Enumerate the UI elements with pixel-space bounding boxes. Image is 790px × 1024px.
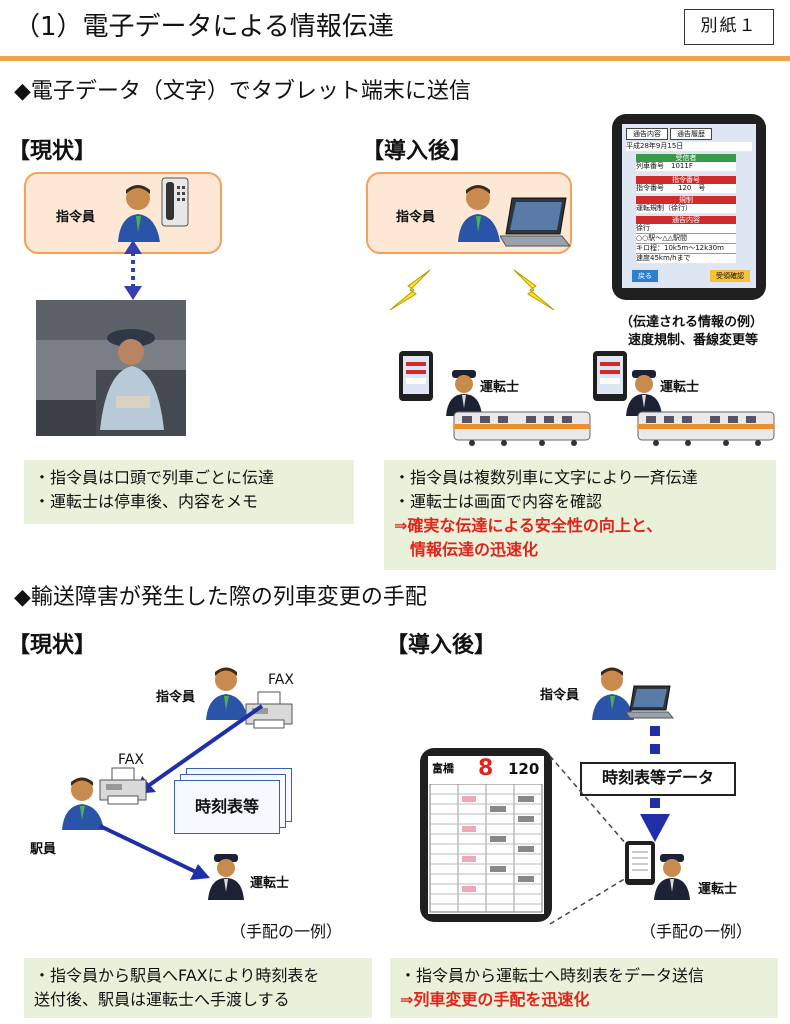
dispatcher-person-icon [458,185,500,242]
hand-over-arrow [99,824,210,880]
example-caption: （伝達される情報の例） [620,315,764,330]
example-caption: （手配の一例） [640,922,753,941]
signal-bolt-icon [513,269,555,311]
section1-heading: ◆電子データ（文字）でタブレット端末に送信 [14,79,471,104]
laptop-icon [626,685,674,719]
tablet-screen: 通告内容 通告履歴 平成28年9月15日 受信者 列車番号 1011F 指令番号… [622,124,756,288]
section1-after-note: ・指令員は複数列車に文字により一斉伝達 ・運転士は画面で内容を確認 ⇒確実な伝達… [384,460,776,570]
regulation-value: 運転規制（徐行） [636,204,736,213]
note-highlight: ⇒列車変更の手配を迅速化 [400,990,590,1009]
receiver-value: 列車番号 1011F [636,162,736,171]
driver-cab-photo [36,300,186,436]
driver-person-icon [208,854,244,900]
dispatcher-label: 指令員 [156,690,196,705]
train-icon [637,411,775,446]
back-button[interactable]: 戻る [632,270,658,282]
dispatcher-person-icon [592,667,634,720]
timetable-number: 8 [478,756,494,781]
tab-message-content[interactable]: 通告内容 [626,128,668,140]
fax-label: FAX [118,752,144,768]
content-line: ○○駅～△△駅間 [636,234,736,244]
note-line: 送付後、駅員は運転士へ手渡しする [34,990,290,1009]
header-divider [0,56,790,61]
before-dispatcher-label: 指令員 [56,210,96,225]
annex-label: 別紙１ [684,9,774,45]
section2-heading: ◆輸送障害が発生した際の列車変更の手配 [14,585,427,610]
driver-label: 運転士 [698,882,738,897]
timetable-grid [429,784,543,913]
note-highlight: 情報伝達の迅速化 [394,540,539,559]
driver-label: 運転士 [480,380,520,395]
station-staff-person-icon [62,777,104,830]
regulation-header: 規制 [636,196,736,204]
section2-after-label: 【導入後】 [386,633,497,658]
section1-after-label: 【導入後】 [362,139,473,164]
telephone-icon [161,177,189,227]
timetable-screen: 富橋 8 120 [428,756,544,914]
tablet-date: 平成28年9月15日 [626,142,752,151]
driver-label: 運転士 [660,380,700,395]
content-line: 速度45km/hまで [636,254,736,263]
number-header: 指令番号 [636,176,736,184]
fax-machine-icon [99,767,147,805]
section2-before-note: ・指令員から駅員へFAXにより時刻表を 送付後、駅員は運転士へ手渡しする [24,958,372,1018]
page-title: （1）電子データによる情報伝達 [14,12,394,42]
mini-tablet-icon [625,841,655,885]
driver-label: 運転士 [250,876,290,891]
receiver-header: 受信者 [636,154,736,162]
voice-transmission-arrow [124,240,142,300]
laptop-icon [500,197,572,247]
signal-bolt-icon [389,269,431,311]
receipt-confirm-button[interactable]: 受領確認 [710,270,750,282]
content-header: 通告内容 [636,216,736,224]
note-highlight: ⇒確実な伝達による安全性の向上と、 [394,516,663,535]
note-line: ・運転士は画面で内容を確認 [394,492,603,511]
driver-person-icon [446,370,482,416]
dispatcher-label: 指令員 [540,688,580,703]
note-line: ・指令員は口頭で列車ごとに伝達 [34,468,275,487]
note-line: ・指令員から駅員へFAXにより時刻表を [34,966,320,985]
fax-label: FAX [268,672,294,688]
driver-person-icon [654,854,690,900]
number-value: 指令番号 120 号 [636,184,736,193]
example-caption: （手配の一例） [230,922,343,941]
content-line: 徐行 [636,224,736,234]
section2-after-note: ・指令員から運転士へ時刻表をデータ送信 ⇒列車変更の手配を迅速化 [390,958,778,1018]
note-line: ・指令員から運転士へ時刻表をデータ送信 [400,966,705,985]
note-line: ・指令員は複数列車に文字により一斉伝達 [394,468,698,487]
train-icon [453,411,591,446]
note-line: ・運転士は停車後、内容をメモ [34,492,259,511]
dispatcher-person-icon [206,667,248,720]
timetable-data-tag: 時刻表等データ [580,762,736,796]
mini-tablet-icon [399,351,433,401]
dispatcher-person-icon [118,185,160,242]
example-caption-detail: 速度規制、番線変更等 [628,333,759,348]
section2-before-label: 【現状】 [8,633,97,658]
driver-person-icon [626,370,662,416]
timetable-train-number: 120 [508,760,540,778]
after-dispatcher-label: 指令員 [396,210,436,225]
tab-message-history[interactable]: 通告履歴 [670,128,712,140]
section1-before-label: 【現状】 [8,139,97,164]
station-staff-label: 駅員 [30,842,57,857]
mini-tablet-icon [593,351,627,401]
timetable-station: 富橋 [432,762,454,775]
timetable-paper: 時刻表等 [174,780,280,834]
section1-before-note: ・指令員は口頭で列車ごとに伝達 ・運転士は停車後、内容をメモ [24,460,354,524]
zoom-guide-lines [549,755,627,925]
content-line: キロ程：10k5m～12k30m [636,244,736,254]
